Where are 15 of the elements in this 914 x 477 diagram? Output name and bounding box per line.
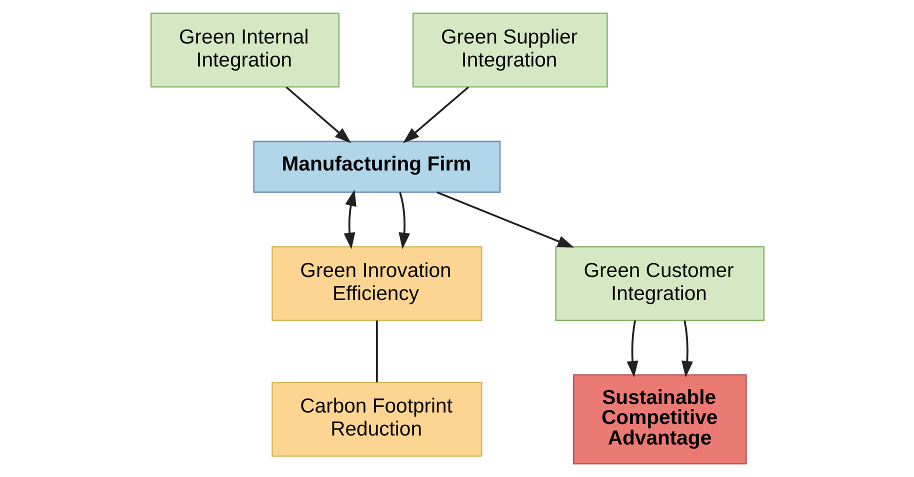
node-box: Sustainable Competitive Advantage — [572, 374, 746, 464]
node-box: Green Internal Integration — [150, 12, 339, 88]
node-box: Green Supplier Integration — [412, 12, 608, 88]
node-box: Manufacturing Firm — [252, 140, 500, 193]
node-box: Green Inrovation Efficiency — [271, 246, 482, 321]
arrow — [343, 190, 356, 250]
node-box: Green Customer Integration — [554, 246, 764, 321]
arrow — [681, 320, 693, 378]
arrow — [626, 320, 638, 378]
arrow — [285, 86, 351, 144]
connector — [375, 320, 378, 382]
arrow — [436, 191, 574, 248]
arrow — [402, 86, 468, 144]
arrow — [398, 192, 410, 250]
node-box: Carbon Footprint Reduction — [271, 382, 482, 457]
